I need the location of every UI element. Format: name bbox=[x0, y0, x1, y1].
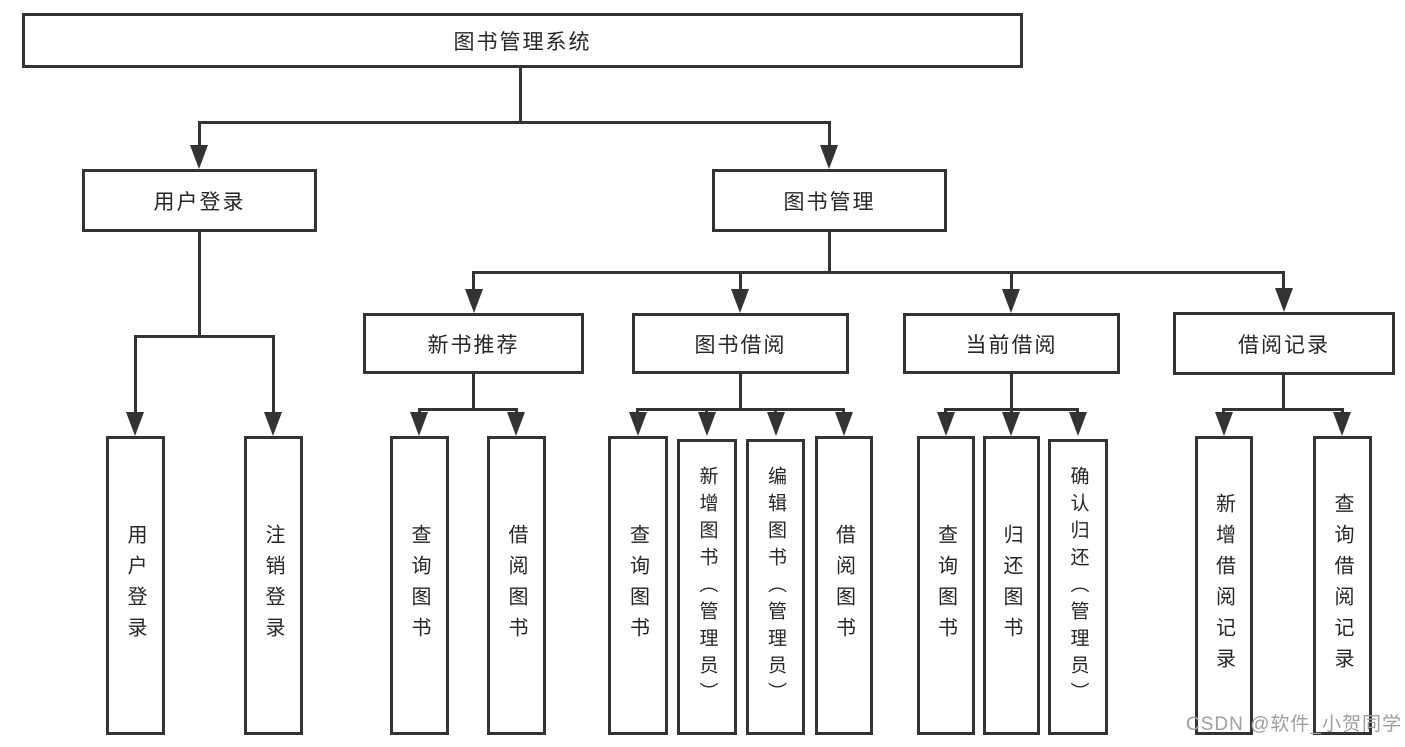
node-leaf-add-borrow-record: 新增借阅记录 bbox=[1195, 436, 1253, 735]
connector-mgmt-branch bbox=[472, 271, 1285, 274]
connector-to-login-user bbox=[134, 335, 137, 413]
connector-to-mgmt bbox=[828, 121, 831, 147]
node-current-borrowing: 当前借阅 bbox=[903, 313, 1120, 374]
connector-root-drop bbox=[519, 68, 522, 121]
connector-to-newbook bbox=[472, 271, 475, 291]
connector-borrow-drop bbox=[739, 374, 742, 408]
node-leaf-query-borrow-record: 查询借阅记录 bbox=[1313, 436, 1372, 735]
connector-current-drop bbox=[1010, 374, 1013, 408]
connector-borrow-branch bbox=[636, 408, 845, 411]
node-user-login: 用户登录 bbox=[82, 169, 317, 232]
connector-to-records bbox=[1282, 271, 1285, 291]
node-book-borrowing: 图书借阅 bbox=[632, 313, 849, 374]
connector-mgmt-drop bbox=[828, 232, 831, 271]
arrow-down-icon bbox=[1002, 412, 1020, 436]
node-leaf-user-login: 用户登录 bbox=[106, 436, 165, 735]
connector-newbook-branch bbox=[418, 408, 518, 411]
arrow-down-icon bbox=[126, 412, 144, 436]
connector-stub bbox=[1222, 408, 1225, 414]
connector-to-logout bbox=[272, 335, 275, 413]
arrow-down-icon bbox=[731, 289, 749, 313]
node-leaf-query-books-2: 查询图书 bbox=[608, 436, 668, 735]
connector-newbook-drop bbox=[472, 374, 475, 408]
arrow-down-icon bbox=[698, 412, 716, 436]
node-leaf-add-books-admin: 新增图书（管理员） bbox=[677, 439, 737, 735]
connector-stub bbox=[944, 408, 947, 414]
arrow-down-icon bbox=[767, 412, 785, 436]
arrow-down-icon bbox=[629, 412, 647, 436]
node-new-book-recommend: 新书推荐 bbox=[363, 313, 584, 374]
node-leaf-return-books: 归还图书 bbox=[983, 436, 1040, 735]
node-leaf-edit-books-admin: 编辑图书（管理员） bbox=[746, 439, 805, 735]
connector-records-branch bbox=[1222, 408, 1344, 411]
connector-login-branch bbox=[134, 335, 275, 338]
node-leaf-query-books-1: 查询图书 bbox=[390, 436, 449, 735]
connector-root-branch bbox=[198, 121, 831, 124]
connector-to-login bbox=[198, 121, 201, 147]
connector-login-drop bbox=[198, 232, 201, 335]
arrow-down-icon bbox=[1215, 412, 1233, 436]
node-leaf-confirm-return-admin: 确认归还（管理员） bbox=[1048, 439, 1108, 735]
connector-stub bbox=[774, 408, 777, 414]
node-leaf-logout: 注销登录 bbox=[244, 436, 303, 735]
arrow-down-icon bbox=[1333, 412, 1351, 436]
node-library-system: 图书管理系统 bbox=[22, 13, 1023, 68]
connector-to-borrow bbox=[739, 271, 742, 291]
arrow-down-icon bbox=[410, 412, 428, 436]
arrow-down-icon bbox=[264, 412, 282, 436]
node-leaf-borrow-books-1: 借阅图书 bbox=[487, 436, 546, 735]
arrow-down-icon bbox=[1069, 412, 1087, 436]
arrow-down-icon bbox=[507, 412, 525, 436]
connector-stub bbox=[418, 408, 421, 414]
connector-stub bbox=[515, 408, 518, 414]
arrow-down-icon bbox=[1275, 288, 1293, 312]
arrow-down-icon bbox=[1002, 289, 1020, 313]
connector-to-current bbox=[1010, 271, 1013, 291]
arrow-down-icon bbox=[465, 289, 483, 313]
connector-stub bbox=[1010, 408, 1013, 414]
connector-records-drop bbox=[1282, 375, 1285, 408]
arrow-down-icon bbox=[190, 145, 208, 169]
connector-stub bbox=[705, 408, 708, 414]
arrow-down-icon bbox=[937, 412, 955, 436]
node-leaf-query-books-3: 查询图书 bbox=[917, 436, 975, 735]
connector-stub bbox=[842, 408, 845, 414]
connector-stub bbox=[1341, 408, 1344, 414]
node-borrowing-records: 借阅记录 bbox=[1173, 312, 1395, 375]
watermark: CSDN @软件_小贺同学 bbox=[1186, 714, 1402, 735]
connector-stub bbox=[636, 408, 639, 414]
arrow-down-icon bbox=[835, 412, 853, 436]
arrow-down-icon bbox=[820, 145, 838, 169]
node-book-management: 图书管理 bbox=[712, 169, 947, 232]
connector-stub bbox=[1076, 408, 1079, 414]
node-leaf-borrow-books-2: 借阅图书 bbox=[815, 436, 873, 735]
